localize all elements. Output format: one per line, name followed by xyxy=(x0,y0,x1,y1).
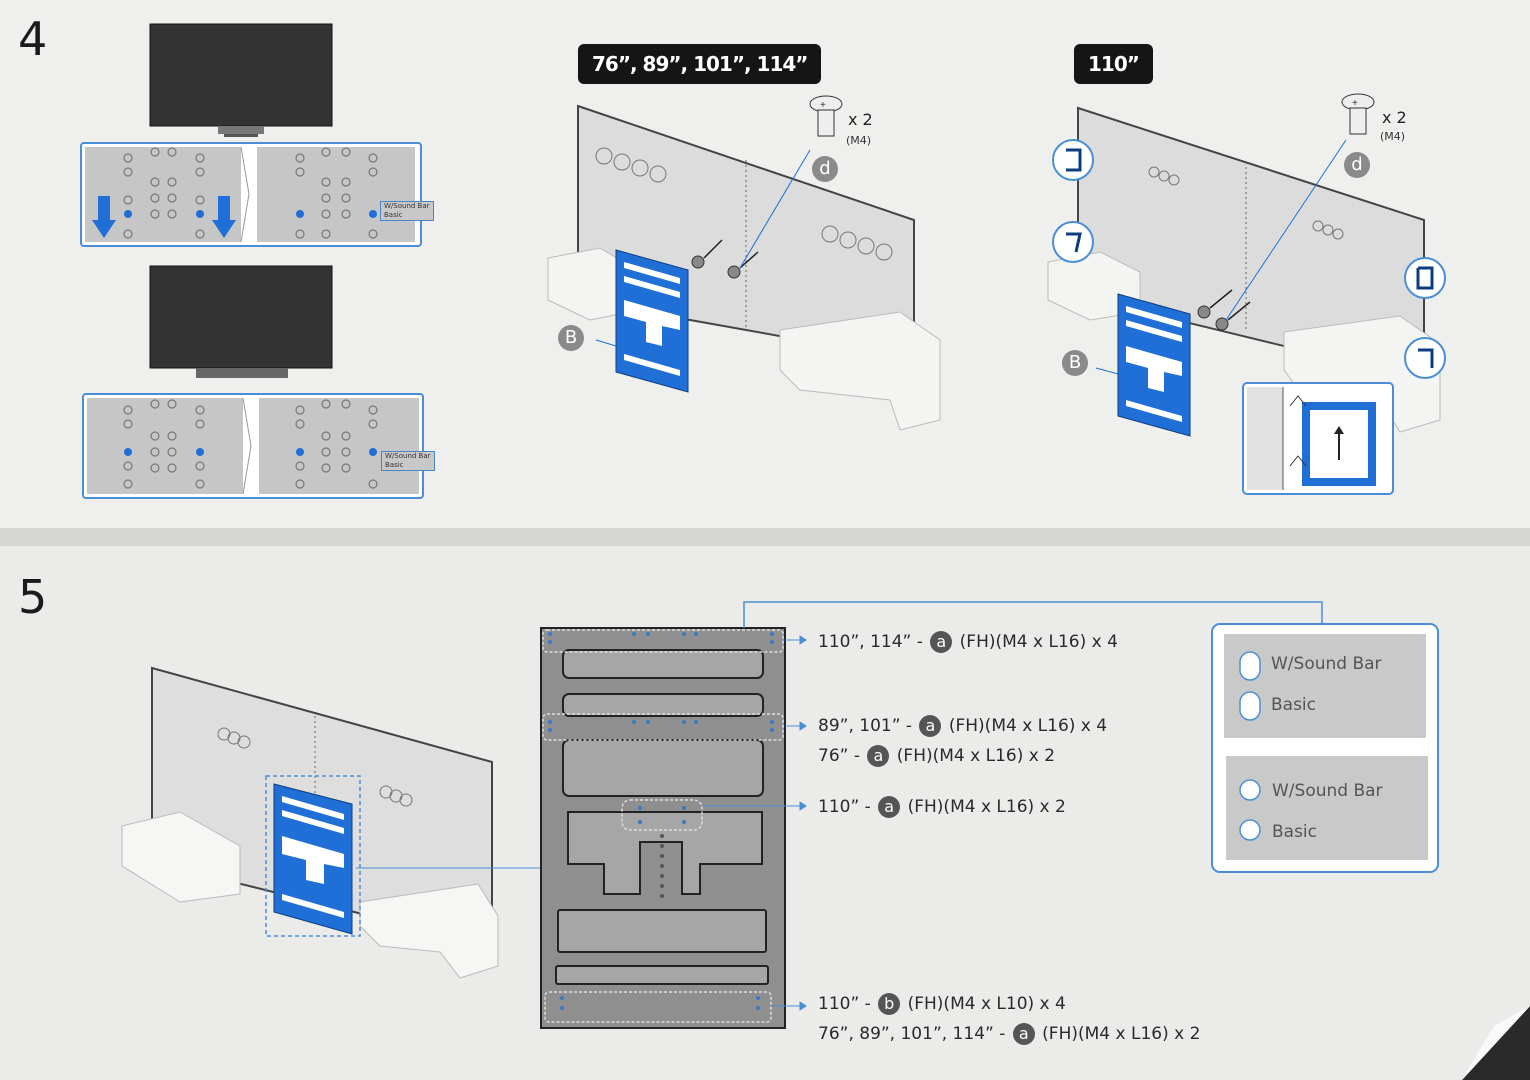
screw-line-6: 76”, 89”, 101”, 114” - a (FH)(M4 x L16) … xyxy=(818,1023,1201,1045)
wall-bracket-B xyxy=(615,249,689,393)
part-d-label: d xyxy=(812,156,838,182)
step-4-panel: 4 xyxy=(0,0,1530,528)
step-number: 5 xyxy=(18,570,48,624)
step-5-panel: 5 xyxy=(0,546,1530,1080)
screw-line-2: 89”, 101” - a (FH)(M4 x L16) x 4 xyxy=(818,715,1108,737)
screw-line-1: 110”, 114” - a (FH)(M4 x L16) x 4 xyxy=(818,631,1118,653)
step-4-illustration: + + xyxy=(80,23,1446,499)
tv-icon xyxy=(149,23,333,127)
part-d-label: d xyxy=(1344,152,1370,178)
step-number: 4 xyxy=(18,12,48,66)
quantity: x 2 xyxy=(1382,108,1407,127)
legend-option: Basic xyxy=(1272,822,1318,842)
screw-line-4: 110” - a (FH)(M4 x L16) x 2 xyxy=(818,796,1066,818)
size-badge: 110” xyxy=(1074,44,1153,84)
step-5-illustration xyxy=(121,601,1530,1080)
part-b-label: B xyxy=(558,325,584,351)
legend-option: W/Sound Bar xyxy=(1271,654,1382,674)
hook-icon xyxy=(1052,139,1446,379)
size-badge: 76”, 89”, 101”, 114” xyxy=(578,44,822,84)
screw-line-5: 110” - b (FH)(M4 x L10) x 4 xyxy=(818,993,1066,1015)
wall-bracket-B xyxy=(273,783,353,935)
svg-text:+: + xyxy=(1352,98,1358,109)
screw-icon: + xyxy=(1341,93,1375,135)
screw-line-3: 76” - a (FH)(M4 x L16) x 2 xyxy=(818,745,1056,767)
tv-icon xyxy=(149,265,333,369)
screw-spec: (M4) xyxy=(1380,130,1406,143)
svg-text:+: + xyxy=(820,100,826,111)
part-b-label: B xyxy=(1062,350,1088,376)
legend-option: Basic xyxy=(1271,695,1317,715)
legend-option: W/Sound Bar xyxy=(1272,781,1383,801)
screw-spec: (M4) xyxy=(846,134,872,147)
screw-icon: + xyxy=(809,95,843,137)
wall-bracket-B xyxy=(1117,293,1191,437)
quantity: x 2 xyxy=(848,110,873,129)
